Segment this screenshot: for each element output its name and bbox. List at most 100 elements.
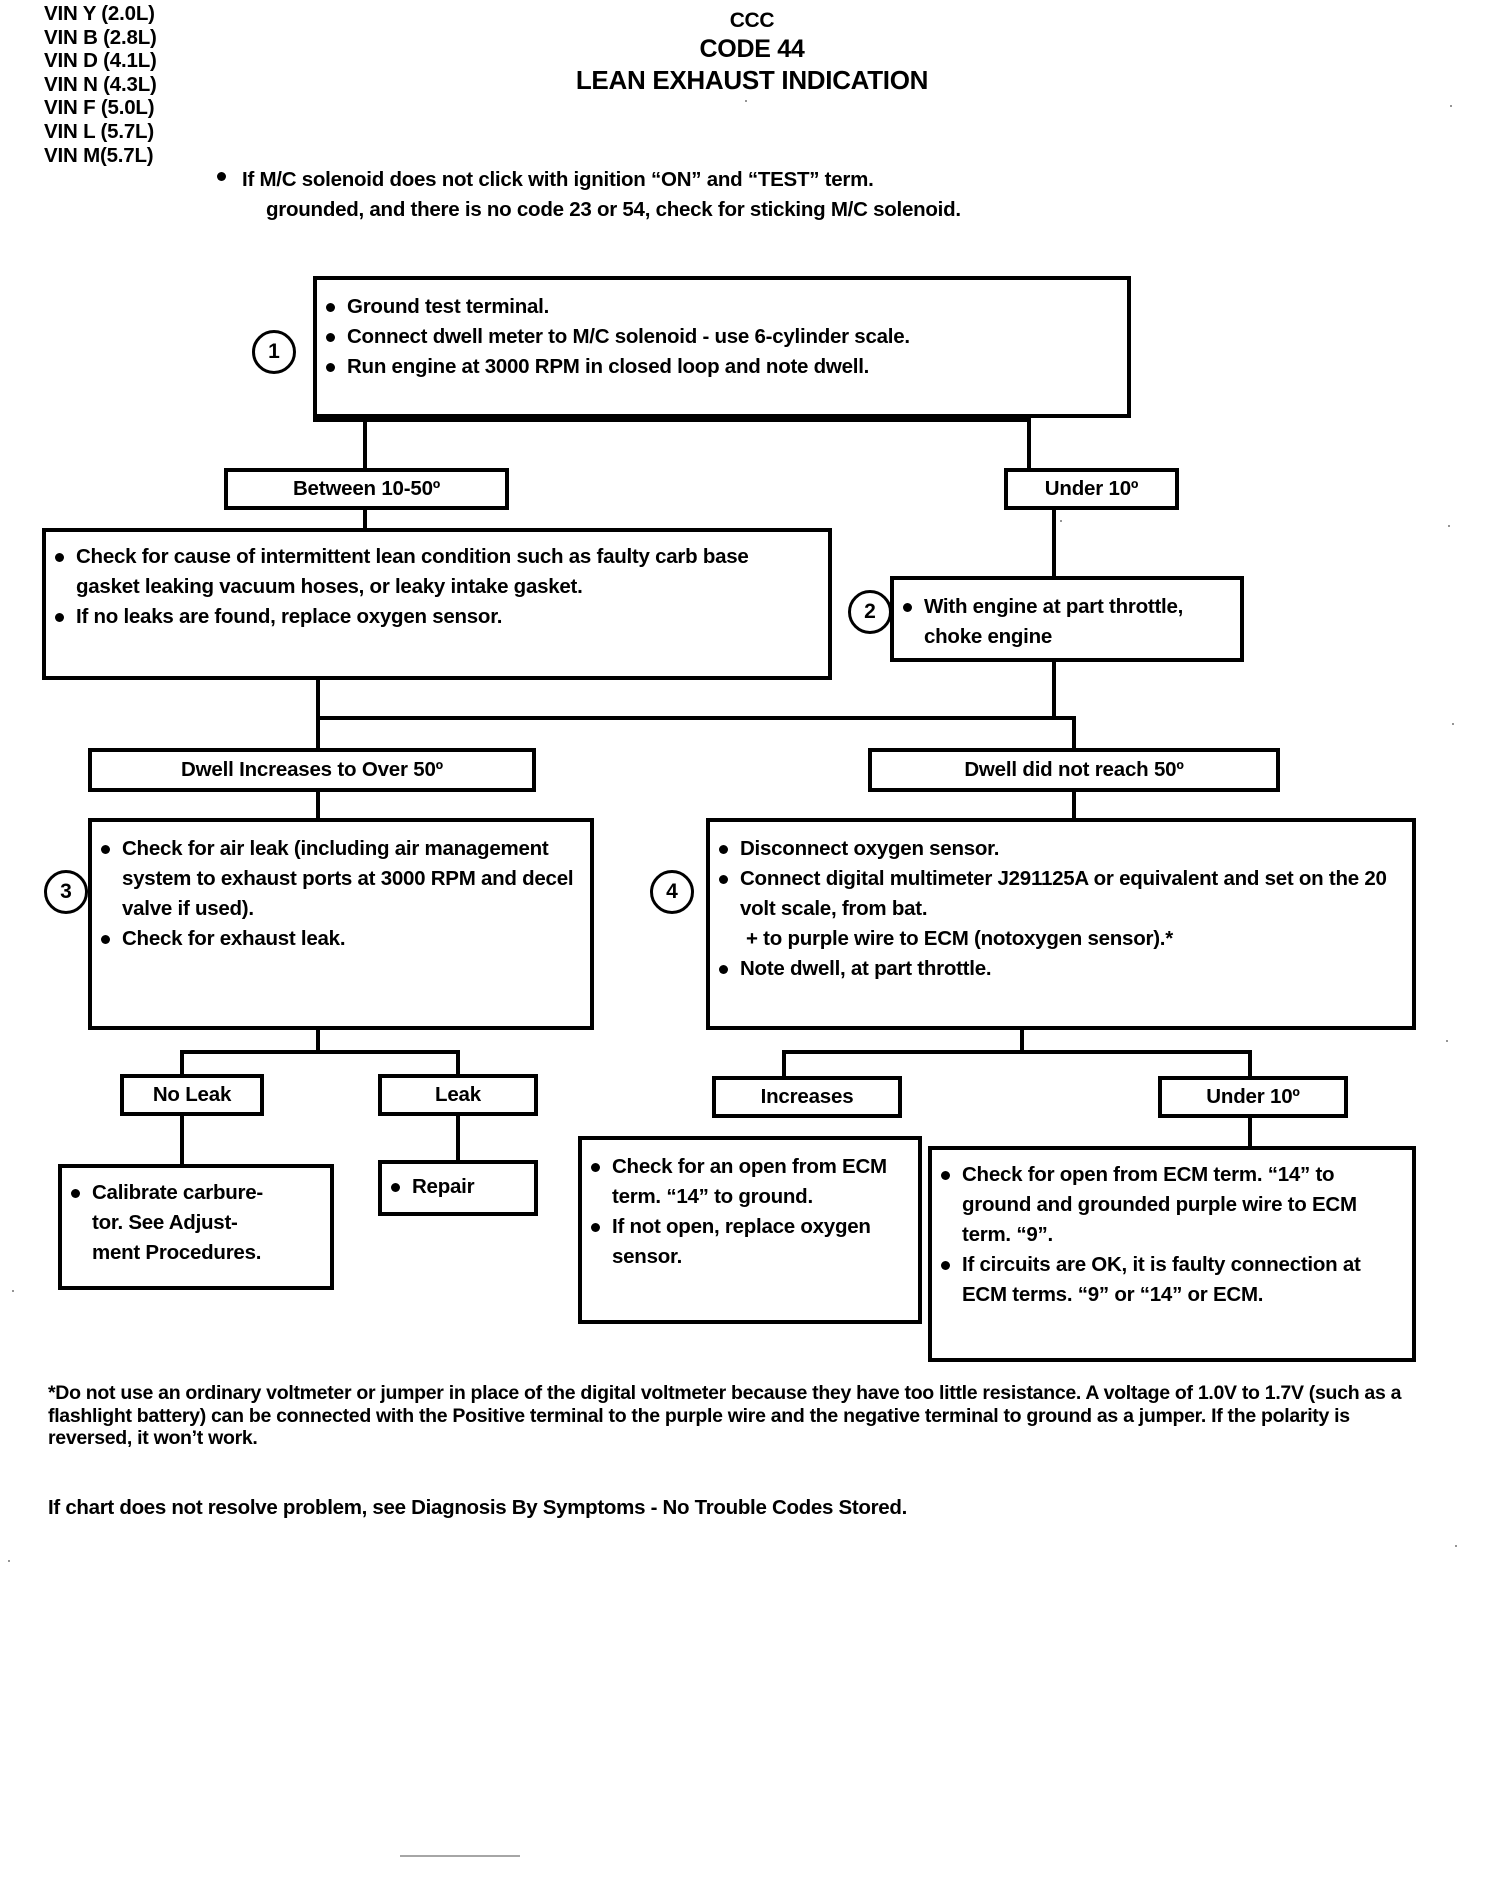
- box-step-2: With engine at part throttle, choke engi…: [890, 576, 1244, 662]
- box-increases-result: Check for an open from ECM term. “14” to…: [578, 1136, 922, 1324]
- box-repair: Repair: [378, 1160, 538, 1216]
- connector: [456, 1050, 460, 1076]
- connector: [456, 1116, 460, 1160]
- list-item: Check for cause of intermittent lean con…: [46, 542, 816, 602]
- scan-speck: [1455, 1545, 1457, 1547]
- box-step-3-list: Check for air leak (including air manage…: [92, 834, 590, 954]
- list-item: If no leaks are found, replace oxygen se…: [46, 602, 828, 632]
- label-increases: Increases: [712, 1076, 902, 1118]
- box-step-4: Disconnect oxygen sensor. Connect digita…: [706, 818, 1416, 1030]
- vin-list-item: VIN L (5.7L): [44, 119, 154, 143]
- box-increases-list: Check for an open from ECM term. “14” to…: [582, 1152, 918, 1272]
- list-item: Connect dwell meter to M/C solenoid - us…: [317, 322, 1127, 352]
- connector: [1052, 510, 1056, 578]
- box-intermittent-lean: Check for cause of intermittent lean con…: [42, 528, 832, 680]
- scan-speck: [745, 100, 747, 102]
- box-calibrate-carburetor: Calibrate carbure- tor. See Adjust- ment…: [58, 1164, 334, 1290]
- scan-speck: [640, 1320, 642, 1322]
- label-no-leak: No Leak: [120, 1074, 264, 1116]
- vin-list-item: VIN F (5.0L): [44, 96, 155, 120]
- label-dwell-increases-over-50: Dwell Increases to Over 50º: [88, 748, 536, 792]
- title-line-code: CODE 44: [699, 35, 805, 63]
- list-item: Disconnect oxygen sensor.: [710, 834, 1412, 864]
- calibrate-line-1: Calibrate carbure-: [92, 1181, 263, 1204]
- label-leak: Leak: [378, 1074, 538, 1116]
- list-item: If circuits are OK, it is faulty connect…: [932, 1250, 1396, 1310]
- footnote-closing: If chart does not resolve problem, see D…: [48, 1495, 1408, 1521]
- connector: [1020, 1030, 1024, 1052]
- connector: [363, 418, 367, 470]
- scan-speck: [8, 1560, 10, 1562]
- scan-speck: [1448, 525, 1450, 527]
- step-number-3: 3: [44, 870, 88, 914]
- label-under-10: Under 10º: [1004, 468, 1179, 510]
- box-step-3: Check for air leak (including air manage…: [88, 818, 594, 1030]
- step-number-4: 4: [650, 870, 694, 914]
- connector: [1248, 1118, 1252, 1146]
- scan-speck: [1450, 105, 1452, 107]
- vin-list-item: VIN B (2.8L): [44, 25, 157, 49]
- step-number-2: 2: [848, 590, 892, 634]
- calibrate-line-3: ment Procedures.: [92, 1241, 262, 1264]
- label-under-10-branch4: Under 10º: [1158, 1076, 1348, 1118]
- box-under10-result: Check for open from ECM term. “14” to gr…: [928, 1146, 1416, 1362]
- connector: [363, 510, 367, 530]
- connector: [782, 1050, 1252, 1054]
- intro-note: If M/C solenoid does not click with igni…: [217, 165, 1242, 225]
- box-calibrate-list: Calibrate carbure- tor. See Adjust- ment…: [62, 1178, 330, 1268]
- list-item: If not open, replace oxygen sensor.: [582, 1212, 904, 1272]
- title-line-system: CCC: [729, 9, 775, 32]
- connector: [316, 716, 1076, 720]
- box-under10-list: Check for open from ECM term. “14” to gr…: [932, 1160, 1412, 1310]
- box-step-4-list: Disconnect oxygen sensor. Connect digita…: [710, 834, 1412, 984]
- connector: [180, 1050, 460, 1054]
- list-item: Repair: [382, 1172, 534, 1202]
- box-step-2-list: With engine at part throttle, choke engi…: [894, 592, 1240, 652]
- connector: [1072, 716, 1076, 748]
- connector: [1248, 1050, 1252, 1076]
- vin-list: VIN Y (2.0L) VIN B (2.8L) VIN D (4.1L) V…: [44, 2, 157, 167]
- list-item: With engine at part throttle, choke engi…: [894, 592, 1224, 652]
- list-item: Calibrate carbure- tor. See Adjust- ment…: [62, 1178, 330, 1268]
- connector: [782, 1050, 786, 1076]
- scan-speck: [1452, 723, 1454, 725]
- bullet-icon: [217, 172, 226, 181]
- box-intermittent-lean-list: Check for cause of intermittent lean con…: [46, 542, 828, 632]
- step-number-1: 1: [252, 330, 296, 374]
- list-item: Check for exhaust leak.: [92, 924, 590, 954]
- scan-speck: [12, 1290, 14, 1292]
- scan-speck: [1446, 1040, 1448, 1042]
- box-step-1: Ground test terminal. Connect dwell mete…: [313, 276, 1131, 418]
- intro-note-line-2: grounded, and there is no code 23 or 54,…: [266, 198, 961, 221]
- list-item: Check for an open from ECM term. “14” to…: [582, 1152, 904, 1212]
- list-item-continuation: + to purple wire to ECM (notoxygen senso…: [746, 927, 1173, 950]
- label-dwell-not-reach-50: Dwell did not reach 50º: [868, 748, 1280, 792]
- list-item: Check for open from ECM term. “14” to gr…: [932, 1160, 1396, 1250]
- box-step-1-list: Ground test terminal. Connect dwell mete…: [317, 292, 1127, 382]
- connector: [316, 1030, 320, 1052]
- connector: [316, 680, 320, 720]
- label-between-10-50: Between 10-50º: [224, 468, 509, 510]
- vin-list-item: VIN N (4.3L): [44, 72, 157, 96]
- connector: [180, 1116, 184, 1166]
- list-item: Note dwell, at part throttle.: [710, 954, 1412, 984]
- connector: [180, 1050, 184, 1076]
- box-repair-list: Repair: [382, 1172, 534, 1202]
- vin-list-item: VIN M(5.7L): [44, 143, 154, 167]
- footnote-starred: *Do not use an ordinary voltmeter or jum…: [48, 1382, 1402, 1449]
- title-line-description: LEAN EXHAUST INDICATION: [575, 65, 929, 95]
- connector: [316, 716, 320, 748]
- intro-note-line-1: If M/C solenoid does not click with igni…: [242, 168, 874, 191]
- list-item: Connect digital multimeter J291125A or e…: [710, 864, 1395, 924]
- connector: [313, 418, 1031, 422]
- footnote-closing-rest: Diagnosis By Symptoms - No Trouble Codes…: [411, 1496, 908, 1519]
- list-item: Run engine at 3000 RPM in closed loop an…: [317, 352, 1127, 382]
- list-item: Check for air leak (including air manage…: [92, 834, 574, 924]
- connector: [1072, 792, 1076, 820]
- page-title: CCC CODE 44 LEAN EXHAUST INDICATION: [0, 8, 1504, 96]
- connector: [1027, 418, 1031, 470]
- list-item: Ground test terminal.: [317, 292, 1127, 322]
- vin-list-item: VIN Y (2.0L): [44, 2, 155, 25]
- scan-speck: [400, 1855, 520, 1857]
